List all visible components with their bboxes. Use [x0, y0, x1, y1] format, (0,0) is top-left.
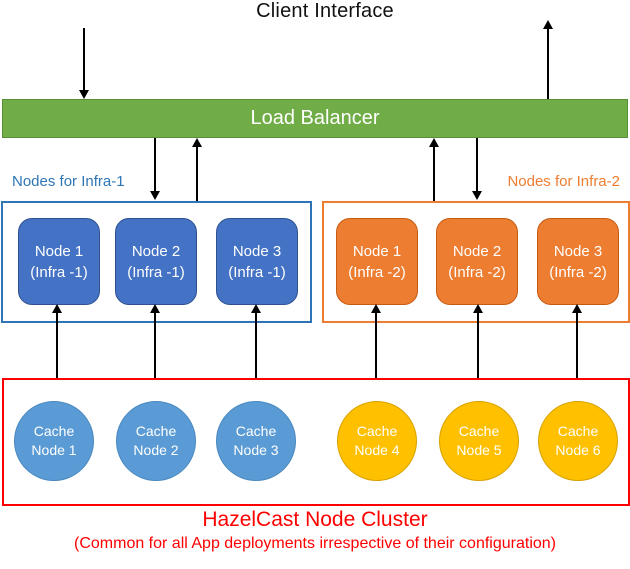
node-label-line1: Node 2	[452, 242, 502, 260]
cache-label-line1: Cache	[235, 423, 277, 439]
client-interface-title: Client Interface	[256, 0, 394, 22]
arrow-up-infra1-to-loadbalancer-icon	[192, 138, 202, 202]
infra1-node-1: Node 1 (Infra -1)	[18, 218, 100, 305]
node-label-line1: Node 3	[553, 242, 603, 260]
cache-label-line1: Cache	[356, 423, 398, 439]
node-label-line2: (Infra -2)	[348, 263, 406, 281]
cache-node-3: Cache Node 3	[216, 401, 296, 481]
node-label-line2: (Infra -1)	[30, 263, 88, 281]
node-label-line1: Node 1	[34, 242, 84, 260]
cache-label-line2: Node 6	[555, 442, 601, 458]
arrow-down-loadbalancer-to-infra2-icon	[472, 138, 482, 200]
node-label-line1: Node 2	[131, 242, 181, 260]
infra2-node-2: Node 2 (Infra -2)	[436, 218, 518, 305]
infra2-node-1: Node 1 (Infra -2)	[336, 218, 418, 305]
infra2-node-3: Node 3 (Infra -2)	[537, 218, 619, 305]
load-balancer-label: Load Balancer	[250, 107, 380, 129]
cache-label-line2: Node 2	[133, 442, 179, 458]
arrow-up-loadbalancer-to-client-icon	[543, 20, 553, 99]
infra2-group-label: Nodes for Infra-2	[507, 173, 620, 190]
hazelcast-cluster-box	[2, 378, 630, 506]
cache-label-line2: Node 5	[456, 442, 502, 458]
node-label-line1: Node 3	[232, 242, 282, 260]
load-balancer-bar: Load Balancer	[2, 99, 628, 138]
cache-label-line1: Cache	[33, 423, 75, 439]
node-label-line1: Node 1	[352, 242, 402, 260]
cache-node-6: Cache Node 6	[538, 401, 618, 481]
node-label-line2: (Infra -2)	[549, 263, 607, 281]
cache-label-line1: Cache	[557, 423, 599, 439]
arrow-down-client-to-loadbalancer-icon	[79, 28, 89, 99]
cache-label-line2: Node 3	[233, 442, 279, 458]
cache-label-line2: Node 4	[354, 442, 400, 458]
infra1-node-3: Node 3 (Infra -1)	[216, 218, 298, 305]
cache-label-line1: Cache	[458, 423, 500, 439]
node-label-line2: (Infra -1)	[127, 263, 185, 281]
node-label-line2: (Infra -1)	[228, 263, 286, 281]
cache-node-4: Cache Node 4	[337, 401, 417, 481]
cache-label-line2: Node 1	[31, 442, 77, 458]
arrow-up-infra2-to-loadbalancer-icon	[429, 138, 439, 202]
infra1-node-2: Node 2 (Infra -1)	[115, 218, 197, 305]
node-label-line2: (Infra -2)	[448, 263, 506, 281]
cache-node-1: Cache Node 1	[14, 401, 94, 481]
cluster-title: HazelCast Node Cluster	[202, 508, 428, 531]
cache-node-2: Cache Node 2	[116, 401, 196, 481]
cache-node-5: Cache Node 5	[439, 401, 519, 481]
cache-label-line1: Cache	[135, 423, 177, 439]
arrow-down-loadbalancer-to-infra1-icon	[150, 138, 160, 200]
infra1-group-label: Nodes for Infra-1	[12, 173, 125, 190]
cluster-subtitle: (Common for all App deployments irrespec…	[74, 535, 556, 552]
